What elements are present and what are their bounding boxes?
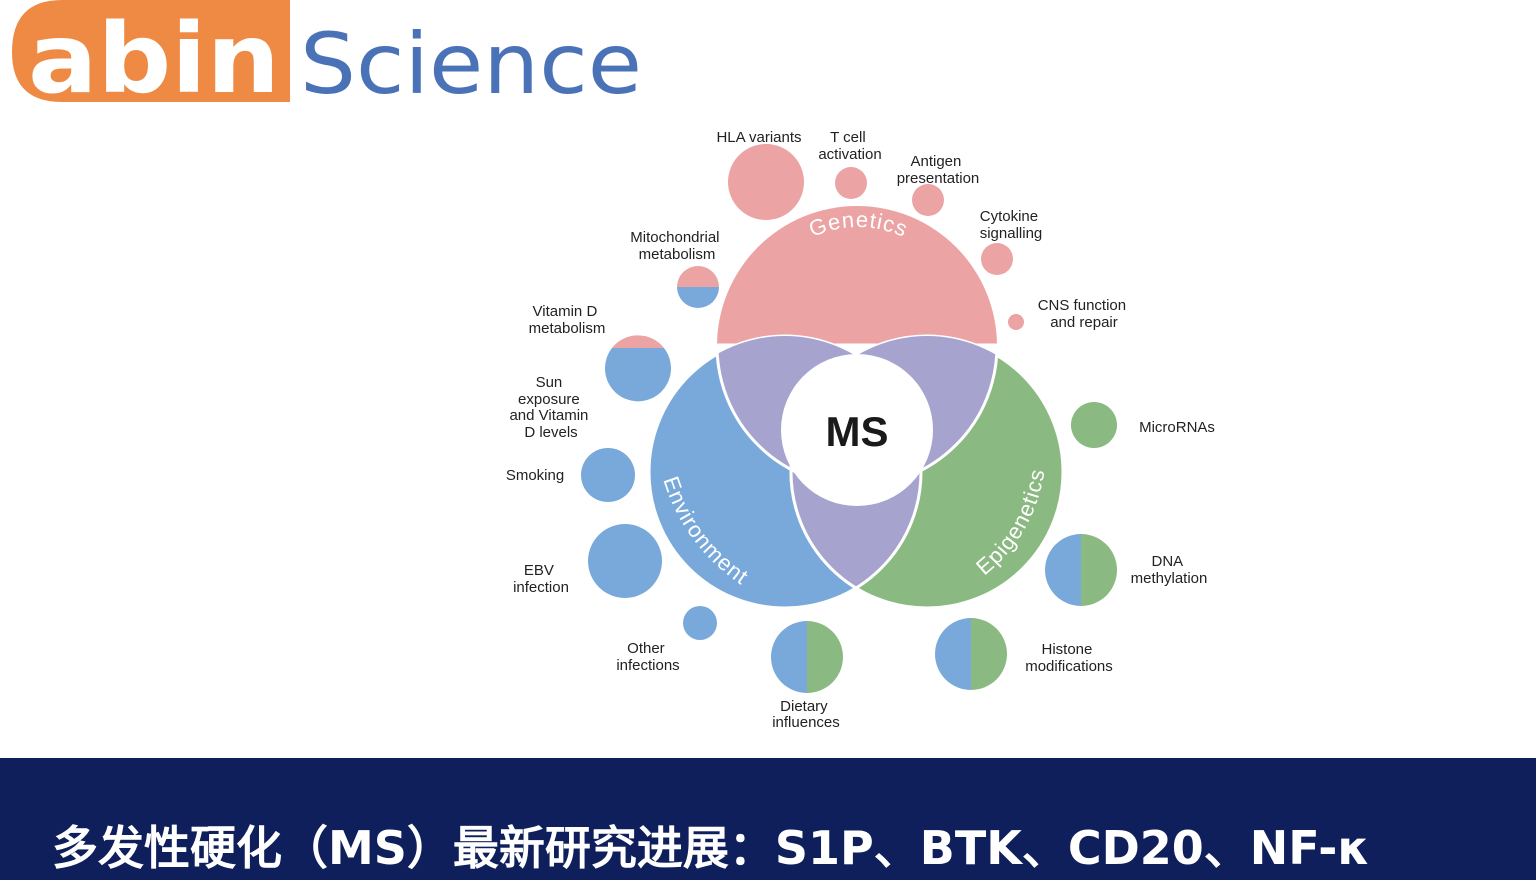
cns-function-circle xyxy=(1008,314,1024,330)
dietary-influences-label: Dietary influences xyxy=(772,698,840,731)
logo-abin-text: abin xyxy=(28,3,280,110)
other-infections-circle xyxy=(683,606,717,640)
antigen-presentation-label: Antigen presentation xyxy=(897,153,980,187)
logo-science-text: Science xyxy=(300,15,642,110)
hla-variants-label: HLA variants xyxy=(716,129,801,146)
histone-modifications-circle xyxy=(935,618,1007,690)
cytokine-signalling-label: Cytokine signalling xyxy=(980,208,1043,242)
t-cell-activation-label: T cell activation xyxy=(818,129,881,163)
cytokine-signalling-circle xyxy=(981,243,1013,275)
ebv-infection-label: EBV infection xyxy=(513,562,569,596)
micrornas-label: MicroRNAs xyxy=(1139,419,1215,436)
ebv-infection-circle xyxy=(588,524,662,598)
dna-methylation-label: DNA methylation xyxy=(1131,553,1208,587)
hla-variants-circle xyxy=(728,144,804,220)
abin-science-logo: abin Science xyxy=(0,0,642,110)
micrornas-circle xyxy=(1071,402,1117,448)
ms-center-label: MS xyxy=(826,408,889,455)
other-infections-label: Other infections xyxy=(616,640,679,674)
histone-modifications-label: Histone modifications xyxy=(1025,641,1113,675)
smoking-circle xyxy=(581,448,635,502)
antigen-presentation-circle xyxy=(912,184,944,216)
t-cell-activation-circle xyxy=(835,167,867,199)
mitochondrial-metabolism-circle xyxy=(677,266,719,308)
dna-methylation-circle xyxy=(1045,534,1117,606)
logo-orange-block xyxy=(0,0,290,102)
vitamin-d-metabolism-circle xyxy=(605,335,671,402)
sun-exposure-label: Sun exposure and Vitamin D levels xyxy=(509,374,592,441)
smoking-label: Smoking xyxy=(506,467,564,484)
title-banner: 多发性硬化（MS）最新研究进展：S1P、BTK、CD20、NF-κ xyxy=(0,758,1536,880)
mitochondrial-metabolism-label: Mitochondrial metabolism xyxy=(630,229,723,263)
ms-center-disc xyxy=(781,354,933,506)
vitamin-d-metabolism-label: Vitamin D metabolism xyxy=(529,303,606,337)
dietary-influences-circle xyxy=(771,621,843,693)
banner-title: 多发性硬化（MS）最新研究进展：S1P、BTK、CD20、NF-κ xyxy=(52,821,1371,875)
cns-function-label: CNS function and repair xyxy=(1038,297,1131,331)
ms-factors-diagram: MS Genetics Environment Epigenetics xyxy=(506,129,1215,731)
